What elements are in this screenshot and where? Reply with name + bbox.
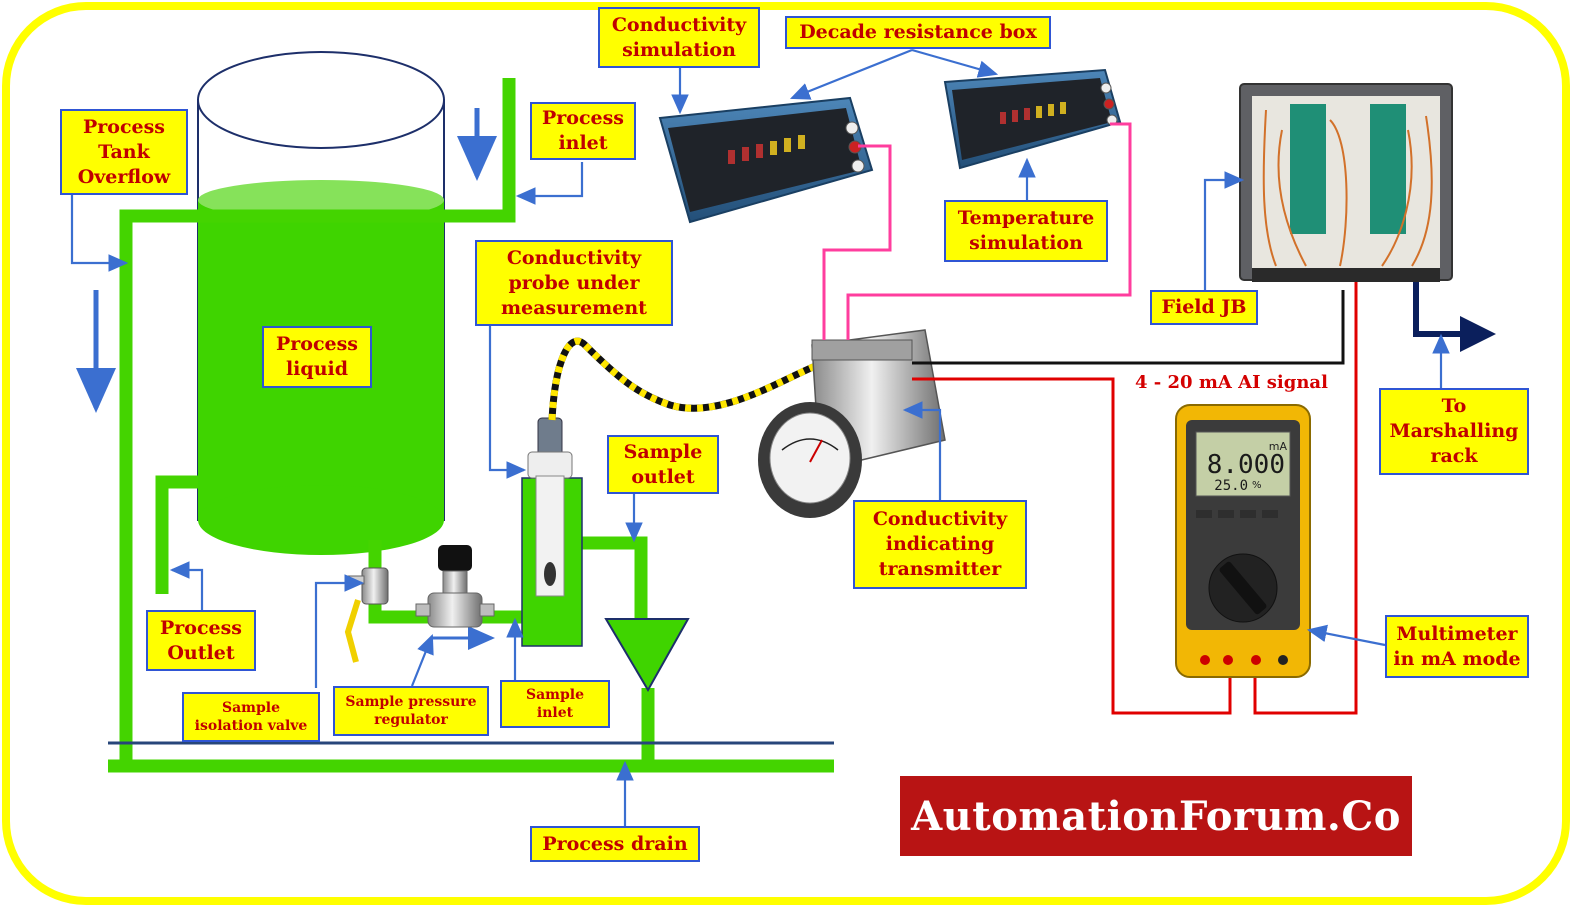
multimeter-percent: 25.0 [1214,478,1248,494]
label-process-outlet: Process Outlet [146,610,256,671]
conductivity-transmitter-drawing [758,329,946,518]
label-sample-inlet: Sample inlet [500,680,610,728]
decade-box-2 [943,68,1122,170]
flow-arrows [76,108,497,650]
label-sample-pressure-regulator: Sample pressure regulator [333,686,489,736]
sample-chamber [521,417,583,647]
label-temperature-simulation: Temperature simulation [944,200,1108,262]
multimeter-reading: 8.000 [1207,450,1285,480]
label-conductivity-probe: Conductivity probe under measurement [475,240,673,326]
process-tank [197,51,445,555]
red-loop-wires [912,272,1358,715]
callout-leaders [70,48,1450,826]
decade-box-1 [658,96,874,224]
label-conductivity-simulation: Conductivity simulation [598,7,760,68]
multimeter-drawing: mA 8.000 25.0 % [1175,404,1311,678]
label-multimeter-ma-mode: Multimeter in mA mode [1385,615,1529,678]
pink-wires [822,122,1132,340]
label-process-inlet: Process inlet [530,102,636,160]
label-field-jb: Field JB [1150,290,1258,325]
label-to-marshalling-rack: To Marshalling rack [1379,388,1529,475]
label-sample-outlet: Sample outlet [607,435,719,494]
sample-pressure-regulator-drawing [415,545,495,628]
label-sample-isolation-valve: Sample isolation valve [182,692,320,742]
drain-funnel [604,618,690,692]
label-process-drain: Process drain [530,826,700,862]
signal-label: 4 - 20 mA AI signal [1135,372,1328,393]
multimeter-percent-sign: % [1252,480,1262,491]
black-signal-wire [912,290,1345,365]
label-conductivity-transmitter: Conductivity indicating transmitter [853,500,1027,589]
label-decade-resistance-box: Decade resistance box [785,16,1051,49]
field-jb-drawing [1239,83,1453,282]
label-process-tank-overflow: Process Tank Overflow [60,109,188,195]
brand-banner: AutomationForum.Co [900,776,1412,856]
label-process-liquid: Process liquid [262,326,372,388]
multimeter-unit: mA [1269,440,1288,453]
marshalling-wire [1413,282,1496,352]
